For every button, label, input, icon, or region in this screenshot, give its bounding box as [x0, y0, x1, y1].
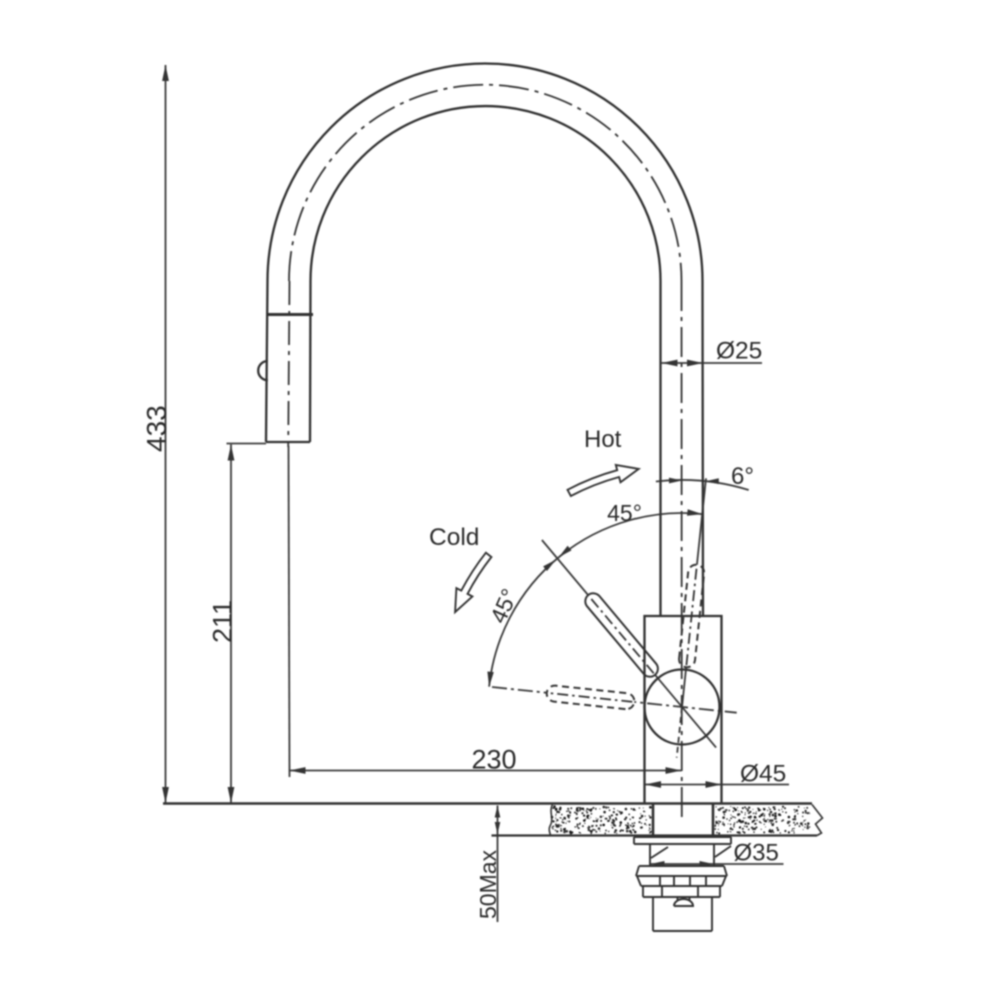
- svg-text:211: 211: [208, 600, 238, 643]
- svg-text:433: 433: [141, 405, 172, 452]
- svg-text:Ø45: Ø45: [740, 761, 786, 788]
- svg-text:Hot: Hot: [584, 426, 622, 453]
- svg-text:Ø25: Ø25: [716, 338, 762, 365]
- svg-text:6°: 6°: [731, 463, 754, 490]
- svg-text:230: 230: [471, 745, 516, 775]
- svg-text:Ø35: Ø35: [734, 840, 779, 867]
- svg-text:50Max: 50Max: [475, 849, 501, 919]
- svg-text:Cold: Cold: [429, 524, 479, 551]
- svg-text:45°: 45°: [607, 500, 642, 526]
